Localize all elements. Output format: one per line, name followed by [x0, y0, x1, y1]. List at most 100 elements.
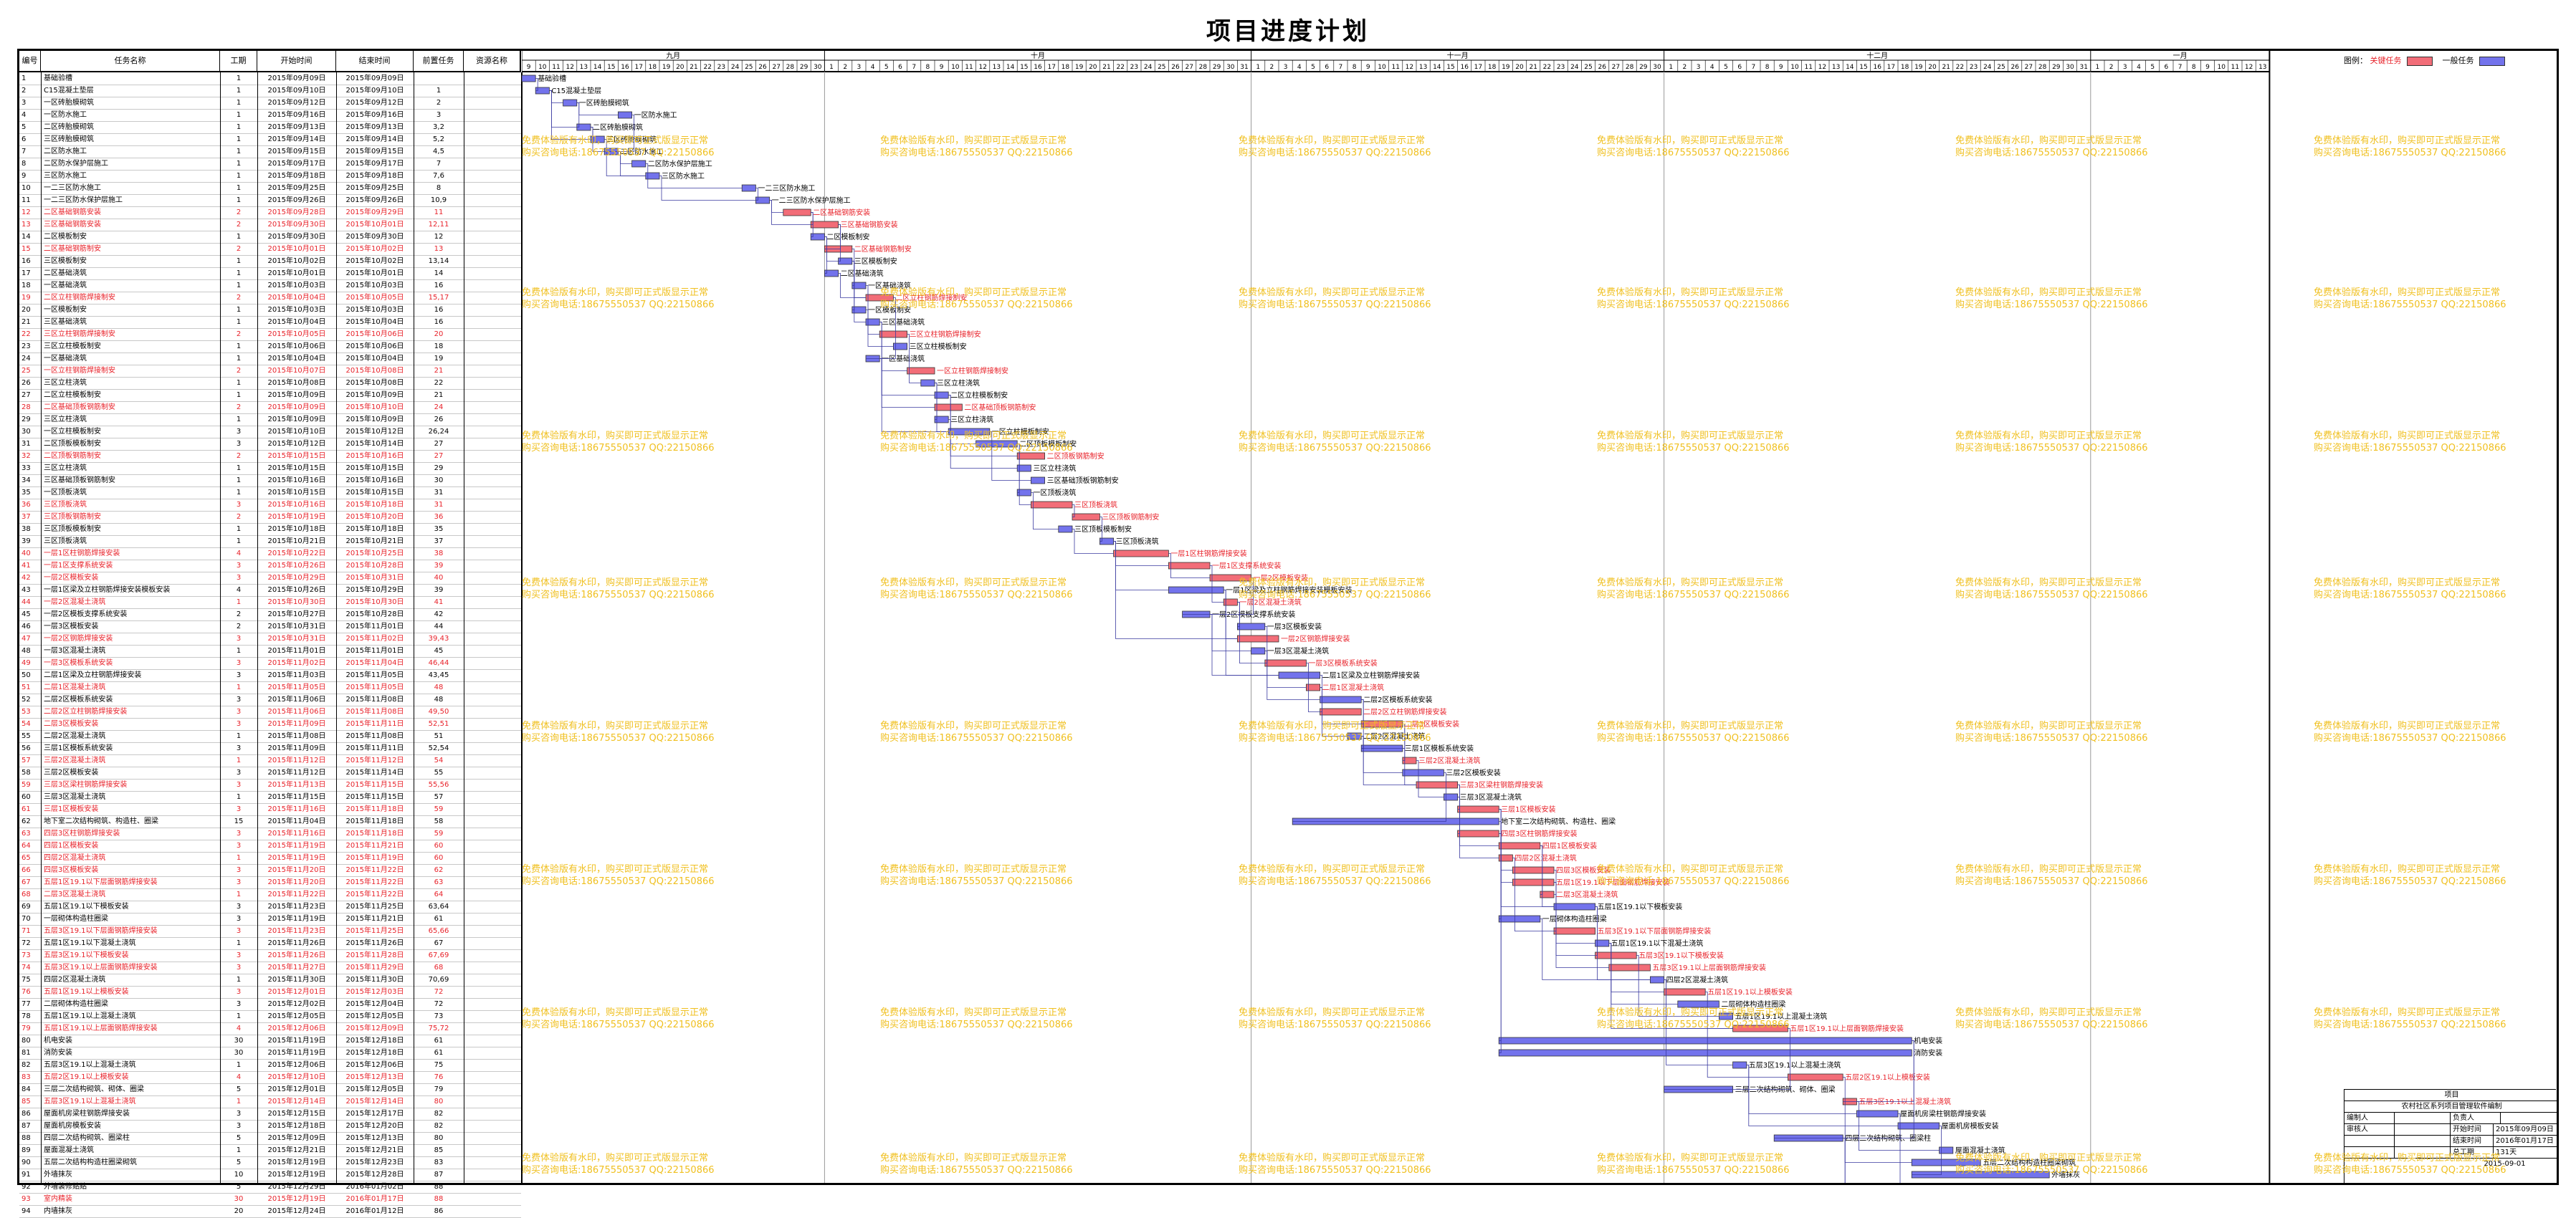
gantt-bar-label: 三区基础浇筑 [882, 317, 925, 327]
day-label: 2 [1683, 64, 1687, 71]
gantt-bar [1595, 939, 1610, 947]
dependency-link [989, 431, 1031, 481]
day-label: 3 [2123, 64, 2127, 71]
row-divider [19, 547, 521, 548]
cell-start: 2015年09月30日 [267, 221, 326, 229]
cell-task-name: 三区立柱模板制安 [44, 342, 101, 350]
cell-duration: 3 [236, 903, 242, 911]
cell-id: 87 [22, 1122, 31, 1130]
gantt-bar-label: 基础验槽 [538, 74, 566, 83]
watermark: 免费体验版有水印，购买即可正式版显示正常购买咨询电话:18675550537 Q… [1239, 430, 1431, 454]
cell-id: 76 [22, 988, 31, 996]
day-label: 12 [978, 64, 986, 71]
watermark-line: 免费体验版有水印，购买即可正式版显示正常 [1239, 431, 1426, 441]
cell-duration: 1 [236, 172, 242, 180]
cell-duration: 4 [236, 586, 242, 594]
cell-id: 2 [22, 87, 27, 95]
cell-duration: 1 [236, 135, 242, 143]
month-label: 十二月 [1866, 51, 1888, 60]
dependency-link [1540, 919, 1651, 980]
cell-task-name: 二层3区混凝土浇筑 [44, 891, 106, 898]
day-label: 15 [607, 64, 615, 71]
gantt-bar [1237, 623, 1266, 630]
cell-predecessors: 87 [434, 1171, 444, 1179]
cell-task-name: 四层1区模板安装 [44, 842, 99, 850]
day-label: 20 [1515, 64, 1524, 71]
cell-predecessors: 80 [434, 1098, 444, 1106]
cell-id: 6 [22, 135, 27, 143]
cell-predecessors: 70,69 [428, 976, 449, 984]
cell-predecessors: 4,5 [433, 148, 444, 155]
row-divider [19, 377, 521, 378]
cell-id: 83 [22, 1073, 31, 1081]
gantt-bar-label: 二区立柱模板制安 [950, 390, 1008, 400]
gantt-bar [1320, 696, 1362, 704]
row-divider [19, 584, 521, 585]
cell-predecessors: 73 [434, 1012, 444, 1020]
watermark-line: 免费体验版有水印，购买即可正式版显示正常 [1597, 864, 1784, 875]
cell-task-name: 一层2区模板支撑系统安装 [44, 610, 128, 618]
cell-id: 39 [22, 537, 31, 545]
cell-id: 34 [22, 476, 31, 484]
watermark-line: 购买咨询电话:18675550537 QQ:22150866 [522, 443, 715, 454]
cell-start: 2015年10月21日 [267, 537, 326, 545]
day-label: 8 [926, 64, 930, 71]
cell-start: 2015年10月26日 [267, 562, 326, 570]
cell-id: 20 [22, 306, 31, 314]
cell-end: 2015年10月31日 [345, 574, 404, 582]
cell-predecessors: 80 [434, 1134, 444, 1142]
watermark: 免费体验版有水印，购买即可正式版显示正常购买咨询电话:18675550537 Q… [1597, 863, 1790, 888]
cell-task-name: 地下室二次结构砌筑、构造柱、圈梁 [44, 817, 158, 825]
watermark-line: 购买咨询电话:18675550537 QQ:22150866 [880, 299, 1073, 310]
cell-id: 84 [22, 1085, 31, 1093]
day-label: 22 [1116, 64, 1124, 71]
cell-task-name: C15混凝土垫层 [44, 87, 94, 95]
info-project-name: 农村社区系列项目管理软件编制 [2401, 1103, 2502, 1111]
cell-task-name: 三区立柱浇筑 [44, 464, 87, 472]
gantt-bar-label: 一区顶板浇筑 [1033, 488, 1076, 497]
cell-start: 2015年11月26日 [267, 939, 326, 947]
cell-id: 43 [22, 586, 31, 594]
cell-end: 2015年11月22日 [345, 866, 404, 874]
gantt-bar-label: 四层1区模板安装 [1542, 841, 1597, 850]
info-label-reviewer: 审核人 [2344, 1124, 2395, 1135]
watermark: 免费体验版有水印，购买即可正式版显示正常购买咨询电话:18675550537 Q… [1597, 135, 1790, 159]
watermark-line: 免费体验版有水印，购买即可正式版显示正常 [1955, 1007, 2142, 1018]
cell-task-name: 五层3区19.1以下模板安装 [44, 951, 129, 959]
cell-predecessors: 59 [434, 830, 444, 838]
cell-start: 2015年09月26日 [267, 196, 326, 204]
cell-task-name: 二层1区混凝土浇筑 [44, 684, 106, 691]
dependency-link [1320, 675, 1322, 712]
watermark-line: 购买咨询电话:18675550537 QQ:22150866 [522, 876, 715, 887]
day-label: 12 [2245, 64, 2253, 71]
cell-predecessors: 19 [434, 355, 444, 363]
day-label: 1 [1256, 64, 1260, 71]
cell-duration: 1 [236, 355, 242, 363]
cell-start: 2015年12月29日 [267, 1183, 326, 1191]
watermark-line: 免费体验版有水印，购买即可正式版显示正常 [1597, 431, 1784, 441]
dependency-link [535, 78, 538, 91]
row-divider [19, 413, 521, 414]
cell-start: 2015年11月19日 [267, 854, 326, 862]
watermark-line: 免费体验版有水印，购买即可正式版显示正常 [522, 577, 709, 588]
watermark-line: 购买咨询电话:18675550537 QQ:22150866 [1955, 1020, 2148, 1030]
day-label: 15 [1859, 64, 1867, 71]
cell-start: 2015年11月06日 [267, 696, 326, 704]
watermark: 免费体验版有水印，购买即可正式版显示正常购买咨询电话:18675550537 Q… [1955, 1152, 2148, 1176]
cell-end: 2015年11月25日 [345, 903, 404, 911]
cell-duration: 20 [234, 1207, 244, 1215]
cell-start: 2015年12月05日 [267, 1012, 326, 1020]
cell-task-name: 一层3区模板安装 [44, 623, 99, 630]
day-label: 17 [1047, 64, 1055, 71]
